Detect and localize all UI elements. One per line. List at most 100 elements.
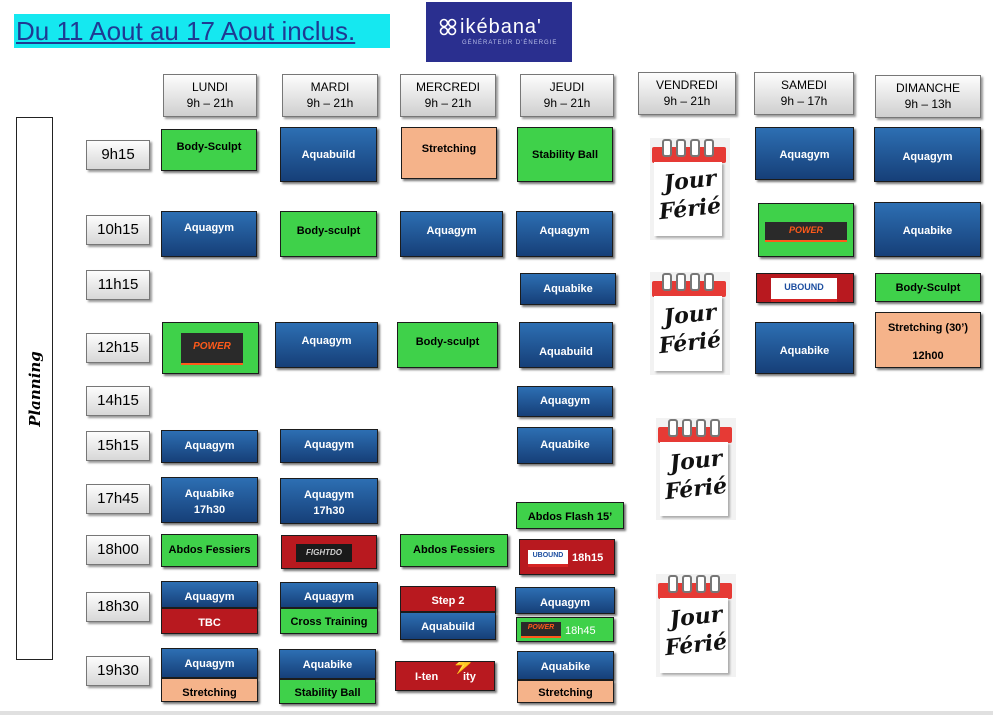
class-jeudi-1115[interactable]: Aquabike xyxy=(520,273,616,305)
class-dimanche-1215[interactable]: Stretching (30’)12h00 xyxy=(875,312,981,368)
class-label: Aquabike xyxy=(779,345,830,357)
jour-ferie-image: Jour Férié xyxy=(650,138,730,240)
class-label: Aquagym xyxy=(183,222,235,234)
class-samedi-0915[interactable]: Aquagym xyxy=(755,127,854,180)
class-lundi-1800[interactable]: Abdos Fessiers xyxy=(161,534,258,567)
power-logo: POWER xyxy=(765,222,847,242)
power-logo: POWER xyxy=(521,622,561,638)
day-name: JEUDI xyxy=(549,80,585,94)
class-samedi-1215[interactable]: Aquabike xyxy=(755,322,854,374)
flower-logo-icon xyxy=(439,18,457,36)
class-mardi-0915[interactable]: Aquabuild xyxy=(280,127,377,182)
time-label: 14h15 xyxy=(86,386,150,416)
class-lundi-1830-b[interactable]: TBC xyxy=(161,608,258,634)
class-lundi-1015[interactable]: Aquagym xyxy=(161,211,257,257)
class-mardi-1830-b[interactable]: Cross Training xyxy=(280,608,378,634)
class-label: Stretching xyxy=(182,687,237,699)
class-mercredi-0915[interactable]: Stretching xyxy=(401,127,497,179)
day-hours: 9h – 21h xyxy=(306,96,354,110)
ikebana-logo: ikébana' GÉNÉRATEUR D'ÉNERGIE xyxy=(426,2,572,62)
class-label: Body-sculpt xyxy=(415,336,480,348)
time-label: 11h15 xyxy=(86,270,150,300)
class-label: Aquagym xyxy=(902,151,953,163)
class-label: Abdos Flash 15’ xyxy=(527,511,613,523)
day-name: VENDREDI xyxy=(655,78,718,92)
class-dimanche-0915[interactable]: Aquagym xyxy=(874,127,981,182)
day-hours: 9h – 17h xyxy=(780,94,828,108)
class-mercredi-1830-b[interactable]: Aquabuild xyxy=(400,612,496,640)
class-mardi-1930-b[interactable]: Stability Ball xyxy=(279,679,376,704)
class-dimanche-1015[interactable]: Aquabike xyxy=(874,202,981,257)
class-samedi-1015-power[interactable]: POWER xyxy=(758,203,854,257)
time-label: 10h15 xyxy=(86,215,150,245)
class-jeudi-1930-a[interactable]: Aquabike xyxy=(517,651,614,680)
class-lundi-1215-power[interactable]: POWER xyxy=(162,322,259,374)
class-lundi-0915[interactable]: Body-Sculpt xyxy=(161,129,257,171)
class-jeudi-1215[interactable]: Aquabuild xyxy=(519,322,613,368)
class-jeudi-0915[interactable]: Stability Ball xyxy=(517,127,613,182)
class-label: Aquagym xyxy=(426,225,477,237)
ubound-logo: UBOUND xyxy=(528,550,568,567)
class-jeudi-1415[interactable]: Aquagym xyxy=(517,386,613,417)
class-jeudi-1830-b-power[interactable]: POWER 18h45 xyxy=(516,617,614,642)
class-lundi-1515[interactable]: Aquagym xyxy=(161,430,258,463)
lightning-icon: ⚡ xyxy=(452,661,475,674)
class-jeudi-1515[interactable]: Aquabike xyxy=(517,427,613,464)
ubound-logo: UBOUND xyxy=(771,278,837,302)
class-mardi-1800-fightdo[interactable]: FIGHTDO xyxy=(281,535,377,569)
class-mercredi-1215[interactable]: Body-sculpt xyxy=(397,322,498,368)
class-time-note: 17h30 xyxy=(193,504,226,516)
bottom-divider xyxy=(0,711,993,715)
class-label: Aquabuild xyxy=(421,621,475,633)
class-lundi-1930-b[interactable]: Stretching xyxy=(161,678,258,702)
class-label: Abdos Fessiers xyxy=(168,544,251,556)
class-lundi-1830-a[interactable]: Aquagym xyxy=(161,581,258,608)
fightdo-logo: FIGHTDO xyxy=(296,544,352,562)
class-lundi-1930-a[interactable]: Aquagym xyxy=(161,648,258,678)
class-mardi-1930-a[interactable]: Aquabike xyxy=(279,649,376,679)
class-time-note: 18h15 xyxy=(572,552,604,564)
class-label: Aquabike xyxy=(543,283,593,295)
day-hours: 9h – 21h xyxy=(424,96,472,110)
class-label: Body-sculpt xyxy=(296,225,361,237)
day-hours: 9h – 21h xyxy=(186,96,234,110)
class-label: Aquagym xyxy=(184,658,235,670)
class-mercredi-1015[interactable]: Aquagym xyxy=(400,211,503,257)
class-mardi-1215[interactable]: Aquagym xyxy=(275,322,378,368)
class-jeudi-1745[interactable]: Abdos Flash 15’ xyxy=(516,502,624,529)
class-label: Stability Ball xyxy=(294,687,361,699)
class-label: Step 2 xyxy=(431,595,465,607)
class-mercredi-1800[interactable]: Abdos Fessiers xyxy=(400,534,508,567)
day-hours: 9h – 13h xyxy=(904,97,952,111)
class-mercredi-1830-a[interactable]: Step 2 xyxy=(400,586,496,612)
jour-ferie-image: Jour Férié xyxy=(650,272,730,375)
logo-subtitle: GÉNÉRATEUR D'ÉNERGIE xyxy=(462,40,558,46)
page-title: Du 11 Aout au 17 Aout inclus. xyxy=(14,14,390,48)
class-mardi-1015[interactable]: Body-sculpt xyxy=(280,211,377,257)
class-label: I-ten xyxy=(415,671,439,683)
class-mardi-1830-a[interactable]: Aquagym xyxy=(280,582,378,608)
class-label: Aquagym xyxy=(301,335,352,347)
class-jeudi-1015[interactable]: Aquagym xyxy=(516,211,613,257)
class-jeudi-1800-ubound[interactable]: UBOUND 18h15 xyxy=(519,539,615,575)
class-samedi-1115-ubound[interactable]: UBOUND xyxy=(756,273,854,303)
class-label: Stretching xyxy=(421,143,477,155)
power-logo: POWER xyxy=(181,333,243,365)
class-jeudi-1830-a[interactable]: Aquagym xyxy=(515,587,615,614)
class-label: Aquagym xyxy=(184,591,235,603)
class-jeudi-1930-b[interactable]: Stretching xyxy=(517,680,614,703)
class-label: Stability Ball xyxy=(531,149,599,161)
class-dimanche-1115[interactable]: Body-Sculpt xyxy=(875,273,981,302)
class-label: Aquagym xyxy=(779,149,830,161)
class-mercredi-1930-intensity[interactable]: I-ten ⚡ ity xyxy=(395,661,495,691)
class-mardi-1515[interactable]: Aquagym xyxy=(280,429,378,463)
class-label: Abdos Fessiers xyxy=(413,544,495,556)
class-label: Aquabike xyxy=(540,661,591,673)
